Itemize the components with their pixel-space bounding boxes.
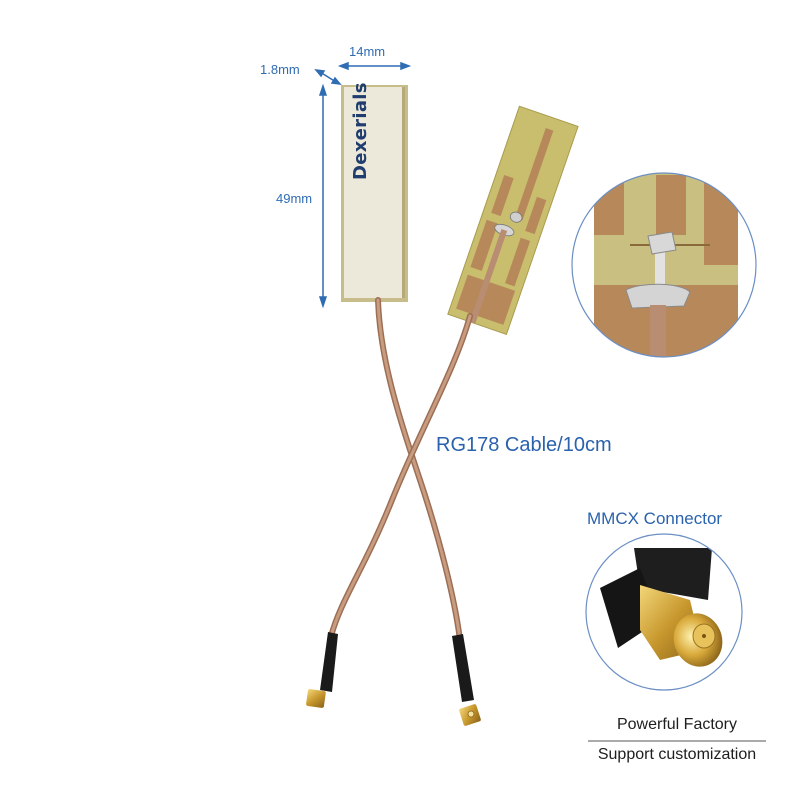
cable-callout: RG178 Cable/10cm <box>436 434 612 456</box>
detail-circle-connector <box>586 534 742 690</box>
dimension-arrows <box>314 61 412 309</box>
bottom-connector-left <box>306 632 338 708</box>
footer-line-2: Support customization <box>597 746 757 763</box>
connector-circle-border <box>585 533 743 691</box>
cables <box>327 297 473 643</box>
bottom-connector-right <box>452 634 481 726</box>
footer-line-1: Powerful Factory <box>616 716 738 733</box>
brand-label: Dexerials <box>350 82 371 180</box>
thickness-dimension-label: 1.8mm <box>260 62 300 77</box>
height-dimension-label: 49mm <box>276 191 313 206</box>
antenna-back-pcb <box>447 105 579 336</box>
antenna-front <box>341 85 408 302</box>
detail-circle-border <box>571 172 757 358</box>
detail-circle-solder <box>572 173 756 357</box>
width-dimension-label: 14mm <box>349 44 386 59</box>
connector-callout: MMCX Connector <box>587 509 723 528</box>
